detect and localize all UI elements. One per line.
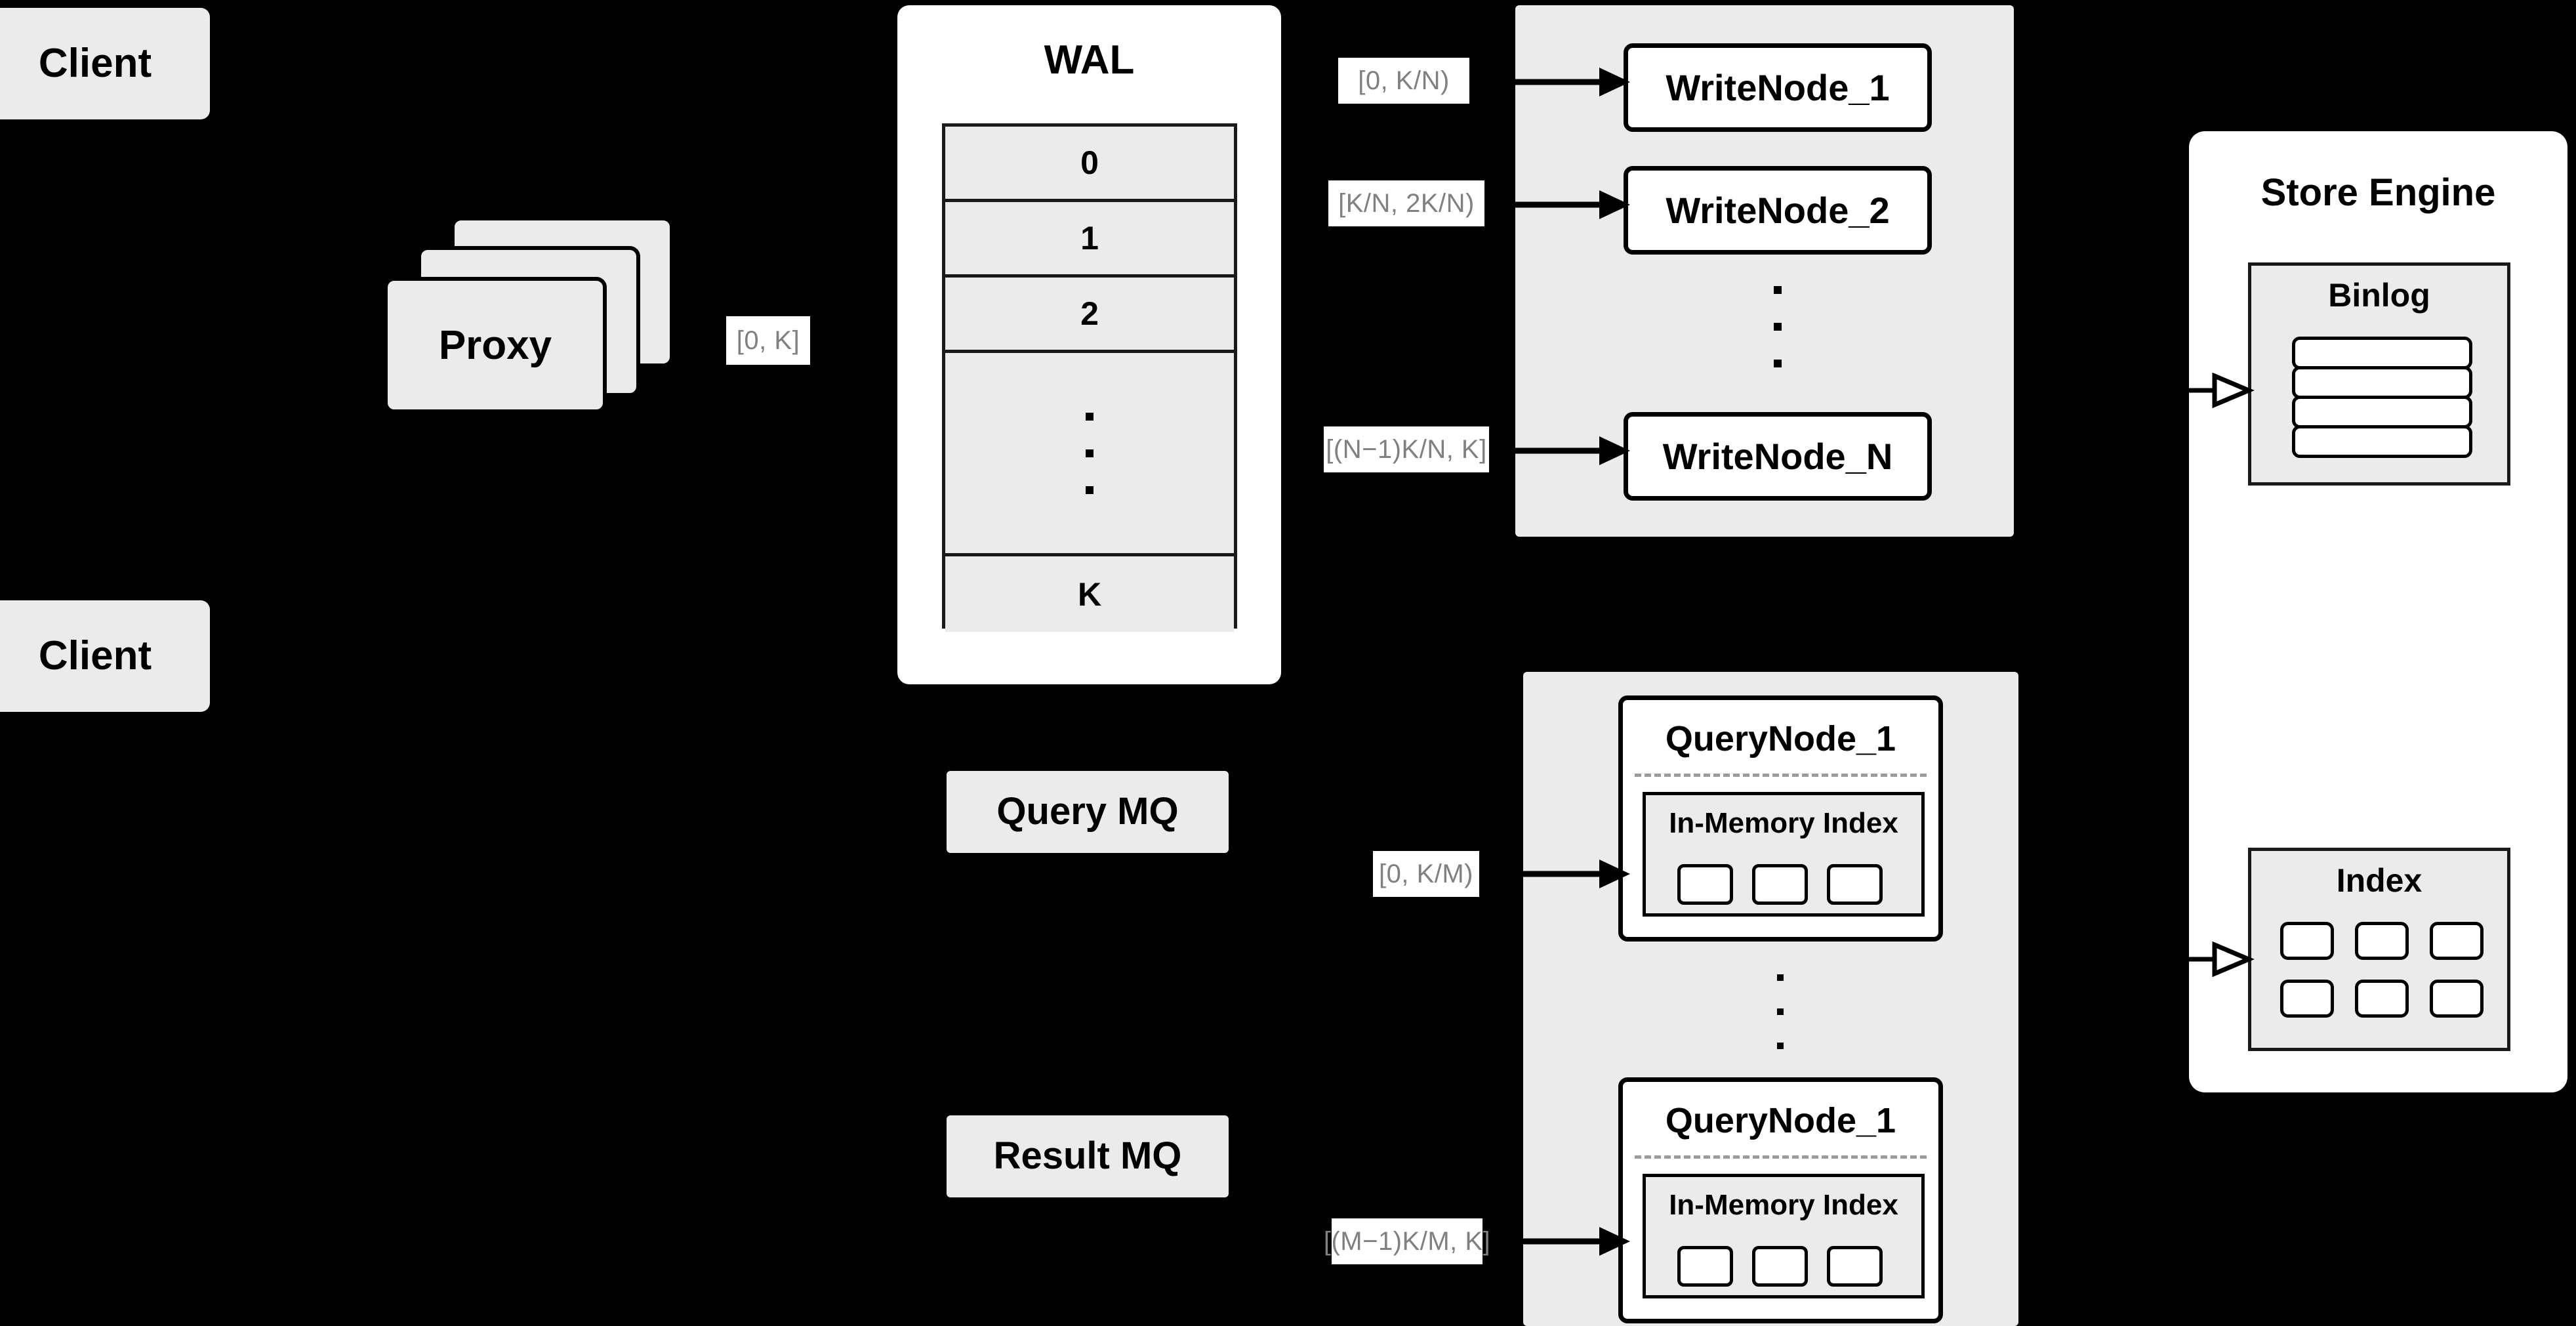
badge-write-node-2-text: [K/N, 2K/N) xyxy=(1338,188,1475,218)
wal-row-label: K xyxy=(1077,575,1102,613)
index-cell[interactable] xyxy=(1752,1246,1808,1287)
badge-proxy-range-text: [0, K] xyxy=(736,325,800,355)
index-cell[interactable] xyxy=(2355,980,2409,1018)
write-node-1[interactable]: WriteNode_1 xyxy=(1624,43,1932,132)
store-engine-title: Store Engine xyxy=(2260,171,2496,214)
query-node-1-label: QueryNode_1 xyxy=(1665,719,1896,758)
index-cell[interactable] xyxy=(1752,864,1808,905)
index-cell[interactable] xyxy=(2430,980,2484,1018)
index-title: Index xyxy=(2336,862,2423,899)
arrow-to-write-node-n xyxy=(1515,436,1630,465)
write-node-n-label: WriteNode_N xyxy=(1662,436,1893,477)
query-node-1-inmemory-index: In-Memory Index xyxy=(1643,792,1925,917)
write-node-cluster: WriteNode_1 WriteNode_2 WriteNode_N xyxy=(1515,5,2014,537)
client-label-2: Client xyxy=(38,633,152,679)
badge-query-node-m: [(M−1)K/M, K] xyxy=(1324,1218,1490,1264)
binlog-bar[interactable] xyxy=(2292,425,2472,458)
index-cell[interactable] xyxy=(1677,864,1733,905)
client-box-2[interactable]: Client xyxy=(0,600,210,712)
write-node-1-label: WriteNode_1 xyxy=(1666,67,1890,108)
index-cell[interactable] xyxy=(1827,1246,1883,1287)
wal-row[interactable]: K xyxy=(945,556,1234,632)
wal-row[interactable]: 0 xyxy=(945,127,1234,202)
query-node-1-index-title: In-Memory Index xyxy=(1669,807,1898,839)
query-node-1-divider xyxy=(1635,774,1927,777)
vertical-ellipsis-icon xyxy=(1086,398,1094,508)
query-node-m-inmemory-index: In-Memory Index xyxy=(1643,1174,1925,1298)
badge-write-node-1-text: [0, K/N) xyxy=(1358,66,1450,95)
wal-row-label: 1 xyxy=(1080,220,1099,257)
query-node-m[interactable]: QueryNode_1 In-Memory Index xyxy=(1618,1077,1943,1323)
store-engine-panel: Store Engine Binlog Index xyxy=(2189,131,2567,1092)
query-node-1[interactable]: QueryNode_1 In-Memory Index xyxy=(1618,695,1943,942)
index-cell[interactable] xyxy=(1827,864,1883,905)
write-node-ellipsis-icon xyxy=(1748,268,1807,386)
binlog-panel: Binlog xyxy=(2248,262,2510,486)
write-node-n[interactable]: WriteNode_N xyxy=(1624,412,1932,501)
arrow-to-binlog xyxy=(2184,372,2255,409)
wal-table: 0 1 2 K xyxy=(942,123,1237,632)
badge-write-node-n: [(N−1)K/N, K] xyxy=(1324,426,1489,472)
query-node-ellipsis-icon xyxy=(1751,954,1810,1069)
proxy-stack[interactable]: Proxy xyxy=(384,217,685,440)
index-panel: Index xyxy=(2248,848,2510,1051)
query-node-m-label: QueryNode_1 xyxy=(1665,1101,1896,1140)
query-mq-label: Query MQ xyxy=(996,790,1179,833)
badge-query-node-m-text: [(M−1)K/M, K] xyxy=(1323,1226,1491,1256)
write-node-2-label: WriteNode_2 xyxy=(1666,190,1890,231)
binlog-bar[interactable] xyxy=(2292,366,2472,399)
index-cell[interactable] xyxy=(2280,922,2334,960)
index-cell[interactable] xyxy=(2430,922,2484,960)
wal-title: WAL xyxy=(1044,37,1135,83)
result-mq-box[interactable]: Result MQ xyxy=(947,1115,1229,1197)
binlog-title: Binlog xyxy=(2328,277,2430,314)
badge-query-node-1-text: [0, K/M) xyxy=(1378,859,1474,888)
badge-proxy-range: [0, K] xyxy=(726,316,810,365)
arrow-to-write-node-1 xyxy=(1515,68,1630,96)
proxy-label: Proxy xyxy=(438,322,552,368)
wal-row-label: 2 xyxy=(1080,295,1099,332)
arrow-to-query-node-m xyxy=(1523,1227,1630,1256)
query-node-m-index-title: In-Memory Index xyxy=(1669,1189,1898,1221)
query-node-m-divider xyxy=(1635,1155,1927,1159)
index-cell[interactable] xyxy=(1677,1246,1733,1287)
client-label-1: Client xyxy=(38,41,152,87)
wal-panel: WAL 0 1 2 K xyxy=(897,5,1281,684)
arrow-to-write-node-2 xyxy=(1515,190,1630,219)
arrow-to-index xyxy=(2184,941,2255,978)
client-box-1[interactable]: Client xyxy=(0,8,210,119)
badge-write-node-2: [K/N, 2K/N) xyxy=(1328,180,1484,226)
query-mq-box[interactable]: Query MQ xyxy=(947,771,1229,853)
arrow-to-query-node-1 xyxy=(1523,860,1630,888)
index-cell[interactable] xyxy=(2280,980,2334,1018)
wal-row-ellipsis xyxy=(945,353,1234,556)
result-mq-label: Result MQ xyxy=(993,1134,1182,1178)
wal-row-label: 0 xyxy=(1080,144,1099,181)
query-node-cluster: QueryNode_1 In-Memory Index QueryNode_1 … xyxy=(1523,672,2018,1326)
wal-row[interactable]: 2 xyxy=(945,278,1234,353)
badge-write-node-1: [0, K/N) xyxy=(1338,58,1469,104)
wal-row[interactable]: 1 xyxy=(945,202,1234,278)
binlog-bar[interactable] xyxy=(2292,337,2472,369)
proxy-card-front[interactable]: Proxy xyxy=(384,277,607,413)
badge-write-node-n-text: [(N−1)K/N, K] xyxy=(1326,434,1487,464)
badge-query-node-1: [0, K/M) xyxy=(1373,851,1479,897)
write-node-2[interactable]: WriteNode_2 xyxy=(1624,166,1932,255)
binlog-bar[interactable] xyxy=(2292,396,2472,428)
index-cell[interactable] xyxy=(2355,922,2409,960)
